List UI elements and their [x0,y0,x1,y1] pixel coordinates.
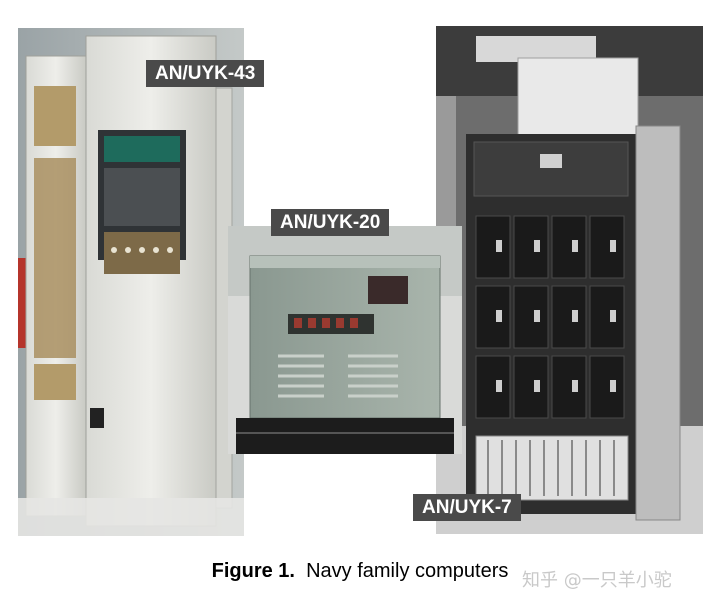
figure-number: Figure 1. [211,560,295,582]
label-an-uyk-7: AN/UYK-7 [413,494,521,521]
photo-an-uyk-20 [228,226,462,454]
an-uyk-43-illustration [18,28,244,536]
an-uyk-20-illustration [228,226,462,454]
watermark: 知乎 @一只羊小驼 [522,570,672,591]
figure-caption-text: Navy family computers [306,560,509,582]
label-an-uyk-43: AN/UYK-43 [146,60,265,87]
an-uyk-7-illustration [436,26,703,534]
photo-an-uyk-7 [436,26,703,534]
label-an-uyk-20: AN/UYK-20 [271,209,390,236]
photo-an-uyk-43 [18,28,244,536]
figure-caption: Figure 1. Navy family computers [0,560,720,583]
